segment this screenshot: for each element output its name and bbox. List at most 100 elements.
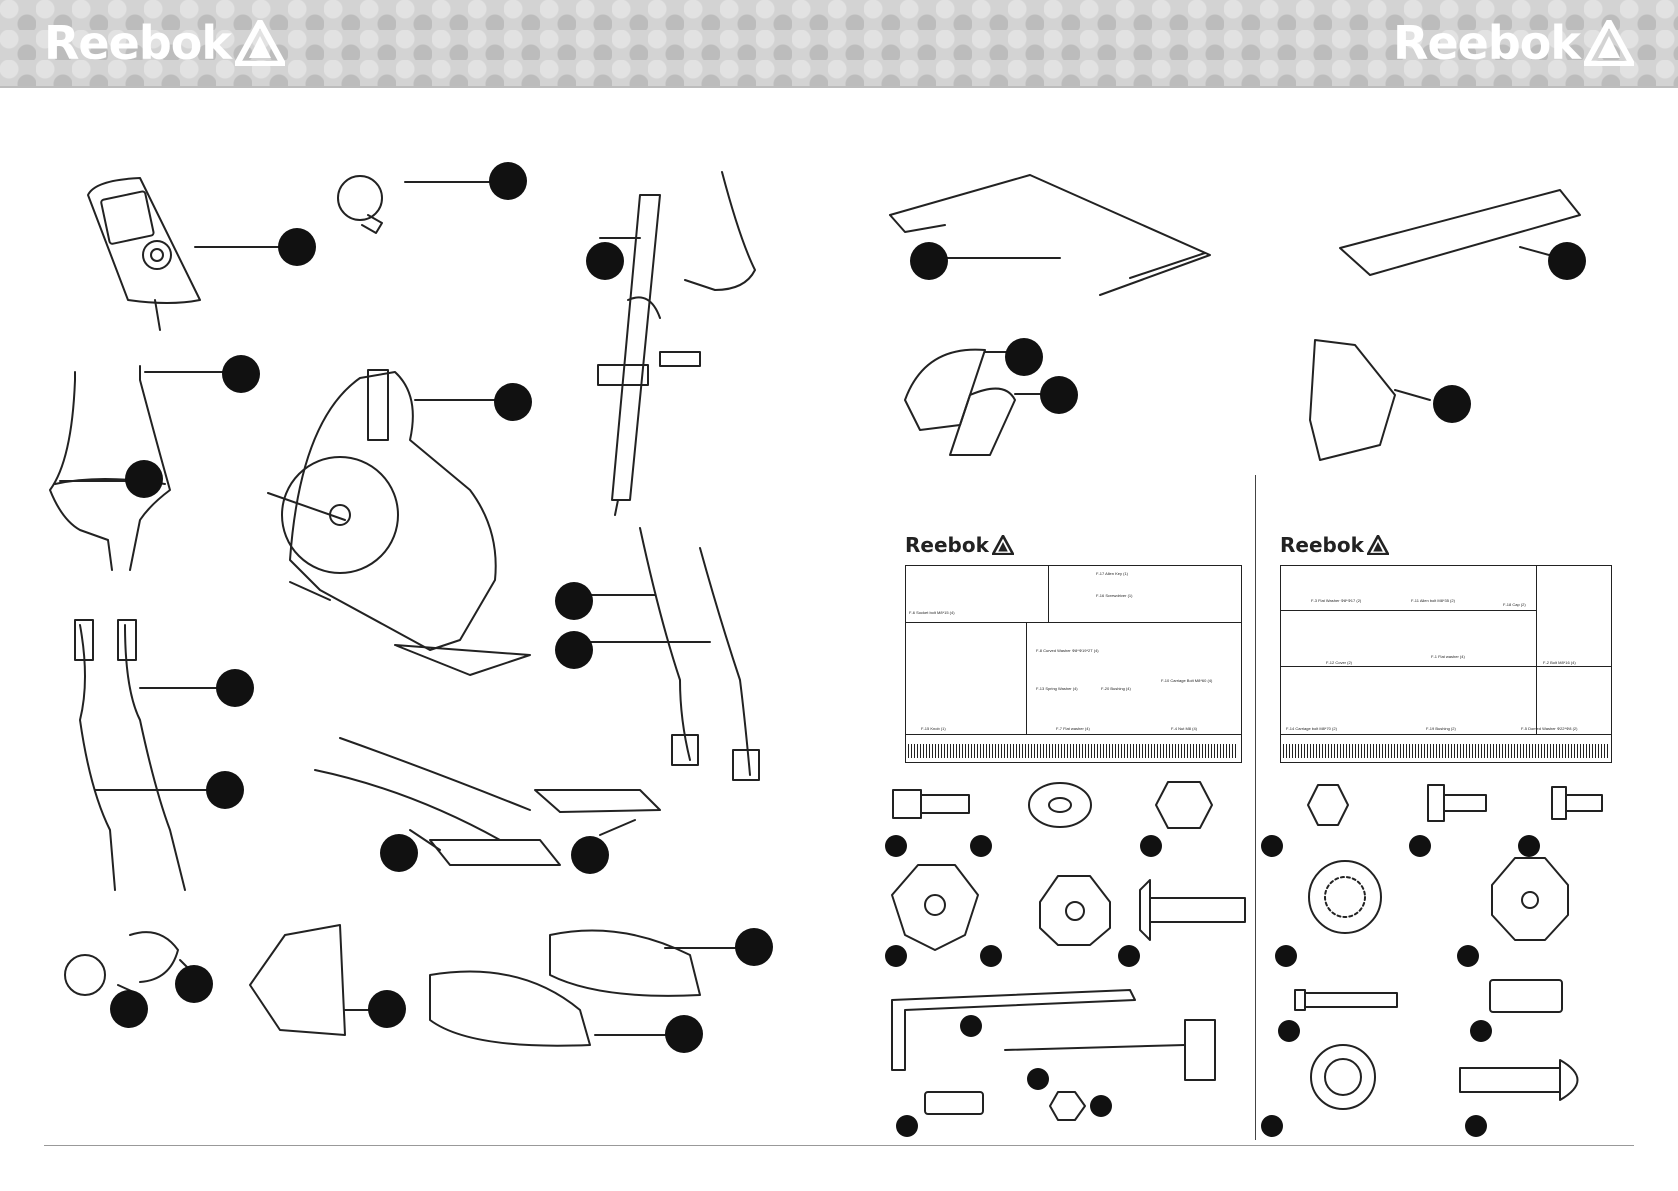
domed-washer-icon	[1039, 875, 1111, 946]
nut-icon	[1307, 784, 1349, 826]
ruler-scale	[1283, 744, 1608, 758]
hardware-label: F-15 Knob (1)	[921, 726, 946, 731]
hardware-label: F-5 Domed Washer Φ22*Φ8 (2)	[1521, 726, 1578, 731]
sheet-brand-wordmark: Reebok	[1280, 533, 1364, 557]
hardware-label: F-11 Allen bolt M8*35 (2)	[1411, 598, 1455, 603]
reebok-delta-icon	[234, 20, 285, 66]
callout-dot	[1470, 1020, 1492, 1042]
console-part-icon	[87, 177, 281, 331]
hardware-card-left: F-17 Allen Key (1) F-16 Screwdriver (1) …	[905, 565, 1242, 763]
reebok-delta-icon	[1584, 20, 1634, 66]
footer-rule	[44, 1145, 1634, 1146]
hardware-label: F-16 Screwdriver (1)	[1096, 593, 1133, 598]
callout-dot	[1090, 1095, 1112, 1117]
hardware-label: F-3 Flat Washer Φ8*Φ17 (2)	[1311, 598, 1362, 603]
small-nut-icon	[1049, 1091, 1086, 1121]
hardware-card-right: F-3 Flat Washer Φ8*Φ17 (2) F-11 Allen bo…	[1280, 565, 1612, 763]
reebok-delta-icon	[1366, 535, 1389, 555]
hardware-label: F-8 Curved Washer Φ8*Φ19*2T (4)	[1036, 648, 1099, 653]
allen-key-icon	[891, 989, 1136, 1071]
callout-dot	[665, 1015, 703, 1053]
hardware-label: F-13 Spring Washer (4)	[1036, 686, 1078, 691]
callout-dot	[489, 162, 527, 200]
hardware-label: F-1 Flat washer (4)	[1431, 654, 1465, 659]
callout-dot	[278, 228, 316, 266]
hardware-label: F-20 Bushing (4)	[1101, 686, 1131, 691]
front-stabilizer-icon	[889, 174, 1211, 296]
header-band: Reebok Reebok	[0, 0, 1678, 88]
callout-dot	[222, 355, 260, 393]
callout-dot	[1548, 242, 1586, 280]
callout-dot	[494, 383, 532, 421]
carriage-bolt-icon	[1139, 879, 1246, 941]
callout-dot	[896, 1115, 918, 1137]
carriage-bolt-icon	[1459, 1059, 1579, 1101]
callout-dot	[885, 835, 907, 857]
hardware-label: F-17 Allen Key (1)	[1096, 571, 1129, 576]
callout-dot	[910, 242, 948, 280]
callout-dot	[1457, 945, 1479, 967]
callout-dot	[1278, 1020, 1300, 1042]
callout-dot	[980, 945, 1002, 967]
bracket-icon	[1309, 339, 1431, 461]
hardware-label: F-12 Cover (2)	[1326, 660, 1353, 665]
callout-dot	[1261, 1115, 1283, 1137]
callout-dot	[216, 669, 254, 707]
hardware-label: F-14 Carriage bolt M8*70 (2)	[1286, 726, 1337, 731]
brand-logo-left: Reebok	[44, 16, 285, 70]
bushing-icon	[924, 1091, 984, 1115]
callout-dot	[368, 990, 406, 1028]
callout-dot	[1005, 338, 1043, 376]
nut-icon	[1155, 781, 1213, 829]
brand-wordmark-left: Reebok	[44, 16, 232, 70]
callout-dot	[960, 1015, 982, 1037]
callout-dot	[110, 990, 148, 1028]
callout-dot	[1261, 835, 1283, 857]
long-bolt-icon	[1294, 989, 1398, 1011]
frame-part-icon	[267, 369, 531, 676]
hardware-label: F-2 Bolt M8*16 (4)	[1543, 660, 1576, 665]
pedal-arms-icon	[589, 527, 760, 781]
callout-dot	[970, 835, 992, 857]
callout-dot	[1040, 376, 1078, 414]
lower-arms-icon	[74, 619, 226, 891]
callout-dot	[1140, 835, 1162, 857]
callout-dot	[1409, 835, 1431, 857]
bushing-icon	[1489, 979, 1563, 1013]
callout-dot	[555, 631, 593, 669]
callout-dot	[571, 836, 609, 874]
reebok-delta-icon	[991, 535, 1014, 555]
hardware-label: F-19 Bushing (2)	[1426, 726, 1456, 731]
hardware-label: F-4 Nut M8 (4)	[1171, 726, 1198, 731]
front-post-icon	[597, 171, 756, 516]
column-divider	[1255, 475, 1256, 1140]
callout-dot	[1275, 945, 1297, 967]
bolt-icon	[1427, 784, 1487, 822]
bolt-icon	[892, 789, 970, 819]
callout-dot	[555, 582, 593, 620]
callout-dot	[125, 460, 163, 498]
pedal-part-icon	[429, 929, 736, 1047]
sheet-brand-right: Reebok	[1280, 533, 1389, 557]
callout-dot	[1118, 945, 1140, 967]
callout-dot	[735, 928, 773, 966]
brand-logo-right: Reebok	[1393, 16, 1634, 70]
callout-dot	[175, 965, 213, 1003]
cap-part-icon	[337, 175, 491, 234]
rear-stabilizer-icon	[1339, 189, 1581, 276]
callout-dot	[1518, 835, 1540, 857]
hardware-label: F-6 Socket bolt M8*15 (4)	[909, 610, 955, 615]
washer-icon	[1310, 1044, 1376, 1110]
knob-icon	[891, 864, 979, 951]
bolt-icon	[1551, 786, 1603, 820]
ruler-scale	[908, 744, 1238, 758]
callout-dot	[1433, 385, 1471, 423]
sheet-brand-left: Reebok	[905, 533, 1014, 557]
brand-wordmark-right: Reebok	[1393, 16, 1581, 70]
domed-washer-icon	[1491, 857, 1569, 941]
sheet-brand-wordmark: Reebok	[905, 533, 989, 557]
callout-dot	[380, 834, 418, 872]
cross-links-icon	[314, 737, 661, 866]
callout-dot	[885, 945, 907, 967]
